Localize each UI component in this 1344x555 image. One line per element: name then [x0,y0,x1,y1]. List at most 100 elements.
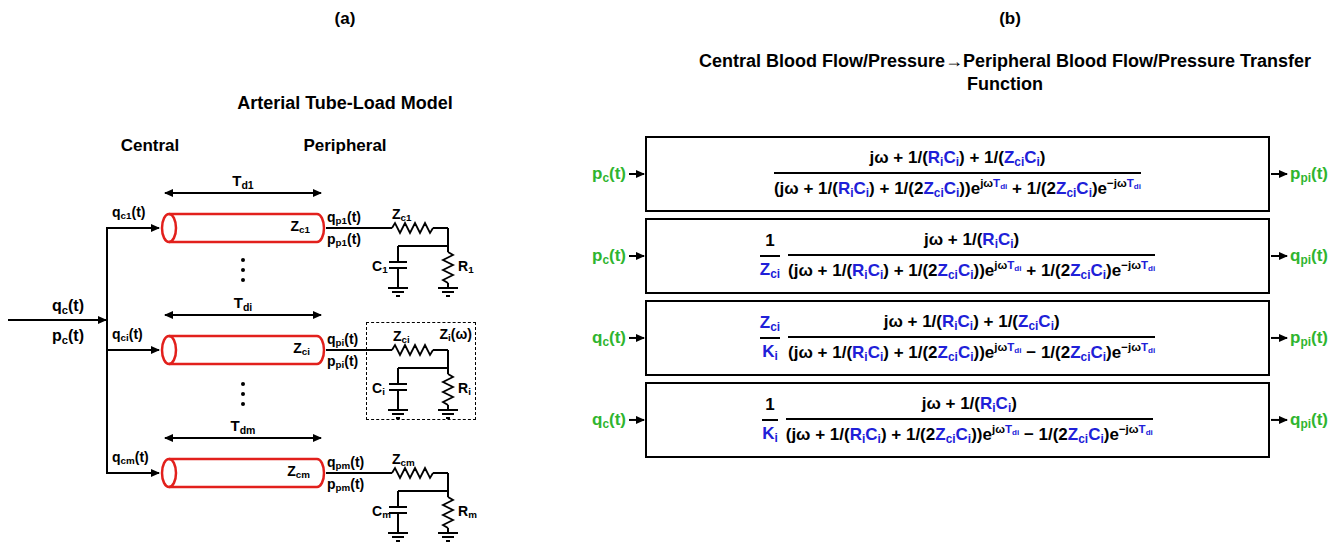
signal-label: ppi(t) [327,353,358,372]
subscript: i [970,319,973,333]
signal-label: qc(t) [52,296,84,317]
wire [397,268,399,288]
math-symbol: Tdi [1007,341,1021,353]
signal-label: qc1(t) [112,204,145,223]
subscript: c [602,335,609,349]
math-symbol: Zci [938,343,958,362]
math-symbol: pc [52,327,68,344]
subscript: i [880,350,883,364]
wire [397,491,399,507]
subscript: i [468,386,471,397]
ground-symbol [446,540,450,542]
exponent: jωTdi [980,177,1007,189]
signal-label: Cm [372,503,391,522]
load-impedance-label: Zi(ω) [440,326,472,345]
wire [447,491,449,497]
ground-symbol [392,291,404,293]
tube-wall [169,486,317,489]
subscript: pi [1300,335,1311,349]
tube-wall [169,363,317,366]
artery-tube: Zci [160,334,326,366]
math-symbol: Ci [1024,148,1040,167]
subscript: ci [1028,319,1038,333]
wire [433,227,448,229]
signal-label: pc(t) [592,163,626,186]
math-symbol: Zci [1070,261,1090,280]
tube-end [162,214,176,242]
subscript: pi [336,359,345,370]
math-symbol: Zci [1018,312,1038,331]
artery-tube: Zc1 [160,212,326,244]
subscript: pm [336,460,351,471]
signal-label: R1 [458,258,474,277]
resistor-symbol [443,374,453,405]
math-symbol: Ci [1076,179,1092,198]
math-symbol: pc [592,164,609,183]
numerator: 1 [765,394,774,417]
math-symbol: Zcm [287,463,310,479]
math-symbol: Zci [760,260,780,279]
ellipsis-dot [241,382,245,386]
subscript: i [880,268,883,282]
subscript: di [1014,264,1021,273]
math-symbol: Ci [372,380,385,396]
subscript: c1 [121,210,132,221]
delay-arrow [165,192,321,194]
denominator: (jω + 1/(RiCi) + 1/(2ZciCi))ejωTdi − 1/(… [786,422,1153,447]
math-symbol: Ci [956,425,972,444]
math-symbol: Ri [982,230,998,249]
math-symbol: Zci [935,425,955,444]
transfer-function-box: 1Zcijω + 1/(RiCi)(jω + 1/(RiCi) + 1/(2Zc… [645,218,1270,294]
wire [366,349,392,351]
subscript: 1 [382,264,387,275]
tube-end [317,336,324,364]
math-symbol: Ci [998,230,1014,249]
math-symbol: Ci [958,312,974,331]
math-symbol: Ci [958,261,974,280]
subscript: ci [121,332,129,343]
ground-symbol [396,540,400,542]
ground-symbol [396,295,400,297]
signal-label: C1 [372,258,388,277]
signal-label: Zcm [392,451,415,470]
wire [447,368,449,374]
denominator: (jω + 1/(RiCi) + 1/(2ZciCi))ejωTdi + 1/(… [774,176,1141,201]
signal-label: Td1 [232,172,253,192]
fraction: jω + 1/(RiCi)(jω + 1/(RiCi) + 1/(2ZciCi)… [788,229,1155,283]
math-symbol: Zc1 [291,218,310,234]
tube-end [162,459,176,487]
math-symbol: Ci [868,343,884,362]
math-symbol: ppi [1290,164,1311,183]
delay-arrow [165,314,321,316]
fraction-bar [762,419,778,421]
subscript: i [448,332,451,343]
math-symbol: Tdm [231,417,256,434]
subscript: ci [934,186,944,200]
math-symbol: Zci [1056,179,1076,198]
tube-wall [169,458,317,461]
panel-title: Central Blood Flow/Pressure→Peripheral B… [695,50,1315,95]
subscript: di [1148,264,1155,273]
numerator: jω + 1/(RiCi) [922,393,1017,416]
exponent: −jωTdi [1107,177,1141,189]
ground-symbol [446,295,450,297]
ground-symbol [396,417,400,419]
wire [398,245,448,247]
input-wire [8,319,106,321]
denominator: (jω + 1/(RiCi) + 1/(2ZciCi))ejωTdi + 1/(… [788,258,1155,283]
math-symbol: Ci [868,261,884,280]
transfer-function-box: ZciKijω + 1/(RiCi) + 1/(ZciCi)(jω + 1/(R… [645,300,1270,376]
math-symbol: Tdi [1141,259,1155,271]
ground-symbol [388,409,408,411]
signal-label: pc(t) [592,245,626,268]
math-symbol: pp1 [327,231,347,247]
section-label: Central [121,135,180,156]
subscript: pi [1300,253,1311,267]
subscript: di [1146,428,1153,437]
subscript: 1 [468,264,473,275]
subscript: ci [1078,432,1088,446]
ground-symbol [442,291,454,293]
fraction-bar [786,418,1153,420]
denominator: Zci [760,259,780,282]
math-symbol: Ci [1038,312,1054,331]
